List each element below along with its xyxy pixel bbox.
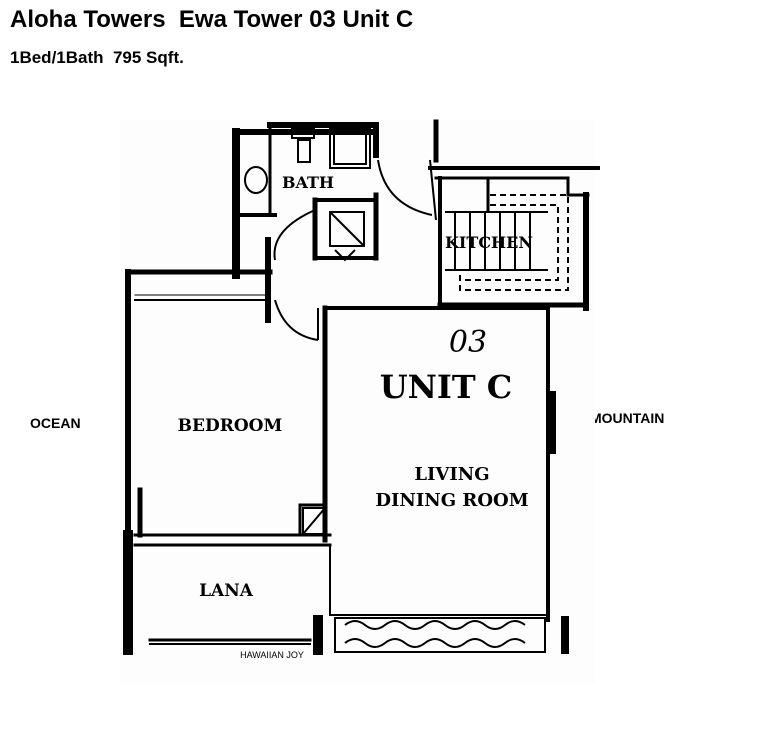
orientation-mountain-label: MOUNTAIN bbox=[590, 410, 665, 426]
unit-summary: 1Bed/1Bath 795 Sqft. bbox=[10, 48, 184, 67]
planter-box bbox=[334, 617, 546, 653]
page-title: Aloha Towers Ewa Tower 03 Unit C bbox=[10, 6, 414, 33]
kitchen-stove bbox=[445, 211, 548, 271]
door-swings bbox=[273, 159, 437, 341]
bath-fixtures bbox=[244, 127, 371, 194]
unit-number: 03 bbox=[449, 325, 487, 360]
room-label-living: LIVING bbox=[414, 464, 489, 485]
kitchen-counters bbox=[459, 194, 569, 291]
room-label-dining: DINING ROOM bbox=[375, 490, 528, 511]
room-label-kitchen: KITCHEN bbox=[445, 233, 533, 252]
orientation-ocean-label: OCEAN bbox=[30, 415, 81, 431]
unit-label: UNIT C bbox=[380, 368, 513, 406]
closet-box bbox=[302, 211, 365, 535]
room-label-lanai: LANA bbox=[199, 581, 254, 601]
plan-walls bbox=[123, 119, 600, 655]
credit-text: HAWAIIAN JOY bbox=[240, 650, 304, 660]
room-label-bedroom: BEDROOM bbox=[178, 416, 283, 436]
room-label-bath: BATH bbox=[282, 173, 334, 192]
